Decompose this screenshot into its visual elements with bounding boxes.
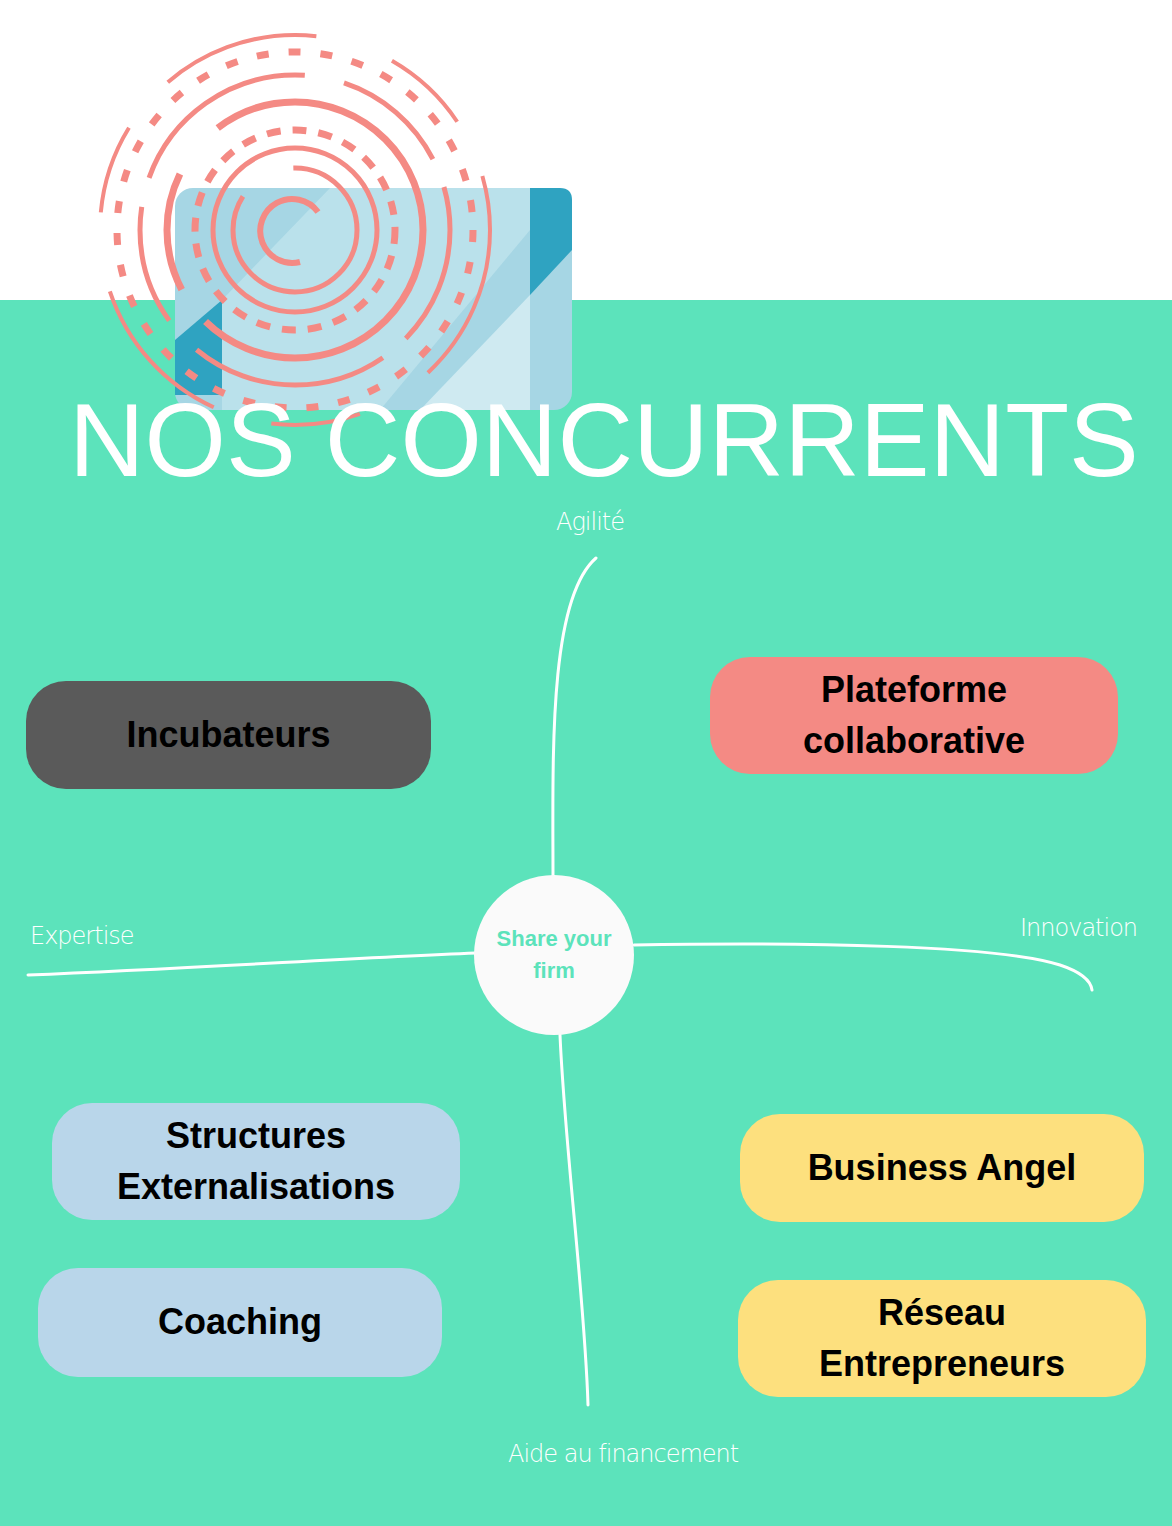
node-text: Plateforme collaborative: [728, 665, 1100, 766]
competitor-box: Incubateurs: [26, 681, 431, 789]
axis-label: Agilité: [556, 508, 624, 536]
competitor-box: Plateforme collaborative: [710, 657, 1118, 774]
green-ground: [0, 300, 1172, 1526]
node-text: Share your firm: [484, 923, 624, 987]
axis-label: Innovation: [1020, 914, 1137, 942]
node-text: Structures Externalisations: [70, 1111, 442, 1212]
axis-label: Aide au financement: [508, 1440, 738, 1468]
competitor-box: Réseau Entrepreneurs: [738, 1280, 1146, 1397]
competitor-box: Business Angel: [740, 1114, 1144, 1222]
node-text: Réseau Entrepreneurs: [756, 1288, 1128, 1389]
node-text: Incubateurs: [126, 710, 330, 760]
node-text: Business Angel: [808, 1143, 1077, 1193]
node-text: Coaching: [158, 1297, 322, 1347]
illustration: [100, 35, 572, 425]
center-circle: Share your firm: [474, 875, 634, 1035]
page-title: NOS CONCURRENTS: [69, 388, 1139, 493]
axis-label: Expertise: [30, 922, 134, 950]
competitor-box: Coaching: [38, 1268, 442, 1377]
competitor-box: Structures Externalisations: [52, 1103, 460, 1220]
